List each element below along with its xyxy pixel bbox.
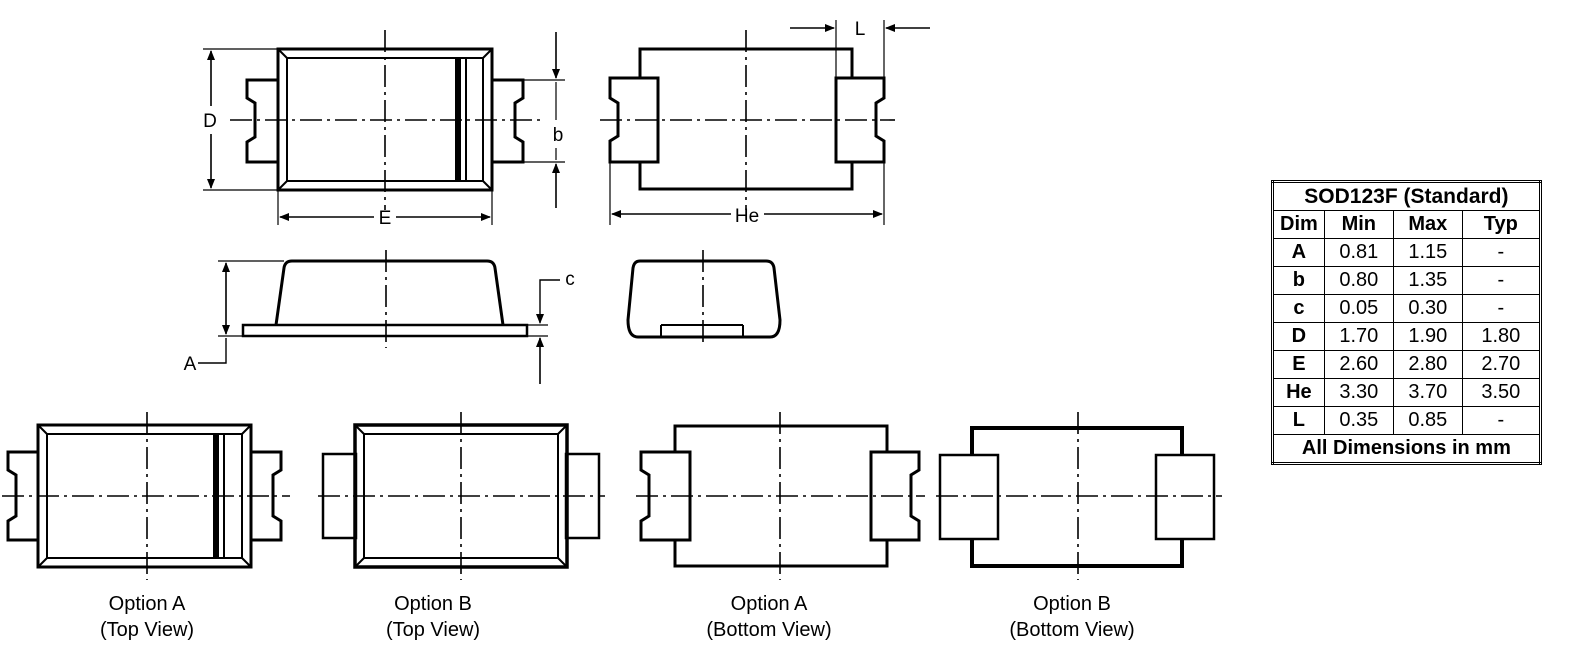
cell-dim: A <box>1272 238 1325 267</box>
caption-view: (Top View) <box>385 619 481 641</box>
table-header-row: Dim Min Max Typ <box>1272 210 1541 239</box>
cell-max: 2.80 <box>1392 350 1463 379</box>
table-row: A 0.81 1.15 - <box>1272 238 1541 267</box>
caption-view: (Top View) <box>99 619 195 641</box>
header-dim: Dim <box>1272 210 1325 239</box>
cell-typ: 1.80 <box>1461 322 1541 351</box>
caption-title: Option B <box>1033 593 1111 615</box>
option-b-bottom-view <box>936 412 1222 580</box>
cell-dim: D <box>1272 322 1325 351</box>
table-row: D 1.70 1.90 1.80 <box>1272 322 1541 351</box>
cell-dim: E <box>1272 350 1325 379</box>
caption-title: Option A <box>108 593 186 615</box>
table-row: c 0.05 0.30 - <box>1272 294 1541 323</box>
cell-max: 3.70 <box>1392 378 1463 407</box>
table-title-row: SOD123F (Standard) <box>1272 181 1541 211</box>
label-He: He <box>735 206 759 227</box>
table-row: E 2.60 2.80 2.70 <box>1272 350 1541 379</box>
option-a-bottom-view <box>636 412 925 580</box>
cell-dim: L <box>1272 406 1325 435</box>
caption-option-a-top: Option A (Top View) <box>57 591 237 643</box>
header-min: Min <box>1323 210 1394 239</box>
cell-min: 3.30 <box>1323 378 1394 407</box>
dimension-table: SOD123F (Standard) Dim Min Max Typ A 0.8… <box>1271 180 1542 465</box>
cell-max: 0.85 <box>1392 406 1463 435</box>
table-row: b 0.80 1.35 - <box>1272 266 1541 295</box>
end-view <box>626 250 782 345</box>
cell-typ: 3.50 <box>1461 378 1541 407</box>
header-max: Max <box>1392 210 1463 239</box>
cell-max: 1.90 <box>1392 322 1463 351</box>
main-top-view <box>203 30 565 225</box>
table-row: L 0.35 0.85 - <box>1272 406 1541 435</box>
cell-dim: c <box>1272 294 1325 323</box>
cell-min: 0.35 <box>1323 406 1394 435</box>
label-A: A <box>184 354 197 375</box>
label-L: L <box>855 19 866 40</box>
cell-typ: 2.70 <box>1461 350 1541 379</box>
cell-typ: - <box>1461 294 1541 323</box>
cell-typ: - <box>1461 266 1541 295</box>
cell-max: 1.15 <box>1392 238 1463 267</box>
main-bottom-view <box>600 20 930 225</box>
cell-dim: He <box>1272 378 1325 407</box>
cell-min: 0.80 <box>1323 266 1394 295</box>
table-footer-row: All Dimensions in mm <box>1272 434 1541 464</box>
label-D: D <box>203 111 217 132</box>
cell-typ: - <box>1461 238 1541 267</box>
caption-title: Option B <box>394 593 472 615</box>
caption-view: (Bottom View) <box>1009 619 1135 641</box>
cell-min: 0.05 <box>1323 294 1394 323</box>
cell-min: 0.81 <box>1323 238 1394 267</box>
label-b: b <box>553 125 564 146</box>
option-b-top-view <box>318 412 605 580</box>
cell-min: 1.70 <box>1323 322 1394 351</box>
label-E: E <box>379 208 392 229</box>
cell-typ: - <box>1461 406 1541 435</box>
caption-title: Option A <box>730 593 808 615</box>
header-typ: Typ <box>1461 210 1541 239</box>
label-c: c <box>565 269 575 290</box>
option-a-top-view <box>2 412 290 580</box>
cell-min: 2.60 <box>1323 350 1394 379</box>
caption-option-a-bottom: Option A (Bottom View) <box>674 591 864 643</box>
table-title: SOD123F (Standard) <box>1272 181 1541 211</box>
caption-option-b-bottom: Option B (Bottom View) <box>977 591 1167 643</box>
table-row: He 3.30 3.70 3.50 <box>1272 378 1541 407</box>
side-view <box>198 250 560 384</box>
cell-max: 1.35 <box>1392 266 1463 295</box>
caption-option-b-top: Option B (Top View) <box>343 591 523 643</box>
cell-max: 0.30 <box>1392 294 1463 323</box>
table-footer: All Dimensions in mm <box>1272 434 1541 464</box>
caption-view: (Bottom View) <box>706 619 832 641</box>
cell-dim: b <box>1272 266 1325 295</box>
